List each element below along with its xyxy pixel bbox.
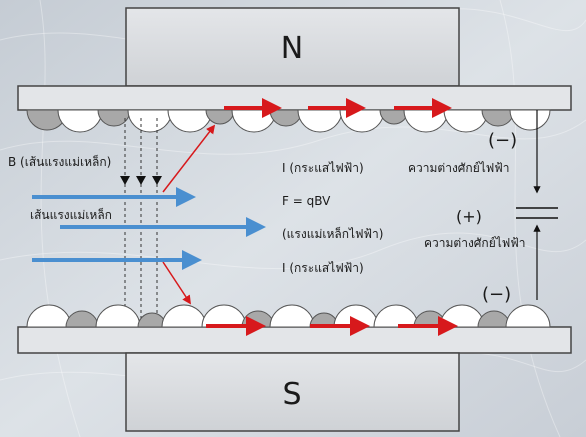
- bottom-plate: [17, 326, 572, 354]
- minus-bottom-label: (−): [482, 284, 511, 305]
- minus-top-label: (−): [488, 130, 517, 151]
- potential-label-top: ความต่างศักย์ไฟฟ้า: [408, 161, 509, 175]
- field-lines-label: เส้นแรงแม่เหล็ก: [30, 207, 112, 222]
- plus-label: (+): [456, 207, 482, 226]
- north-magnet: [125, 7, 460, 87]
- south-magnet: [125, 352, 460, 432]
- bottom-particle-row: [26, 304, 551, 328]
- potential-label-mid: ความต่างศักย์ไฟฟ้า: [424, 236, 525, 250]
- force-arrow-down: [162, 261, 191, 305]
- current-label-bottom: I (กระแสไฟฟ้า): [282, 261, 364, 275]
- magnetic-force-label: (แรงแม่เหล็กไฟฟ้า): [282, 226, 383, 241]
- b-field-arrowheads: [120, 176, 162, 185]
- current-label-top: I (กระแสไฟฟ้า): [282, 161, 364, 175]
- force-formula: F = qBV: [282, 194, 331, 208]
- field-arrows: [32, 187, 266, 270]
- top-plate: [17, 85, 572, 111]
- south-label: S: [282, 377, 301, 412]
- force-arrow-up: [162, 124, 216, 193]
- b-field-label: B (เส้นแรงแม่เหล็ก): [8, 154, 111, 169]
- force-arrows: [162, 124, 216, 305]
- north-label: N: [281, 31, 303, 66]
- b-field-dashed-lines: [124, 118, 158, 325]
